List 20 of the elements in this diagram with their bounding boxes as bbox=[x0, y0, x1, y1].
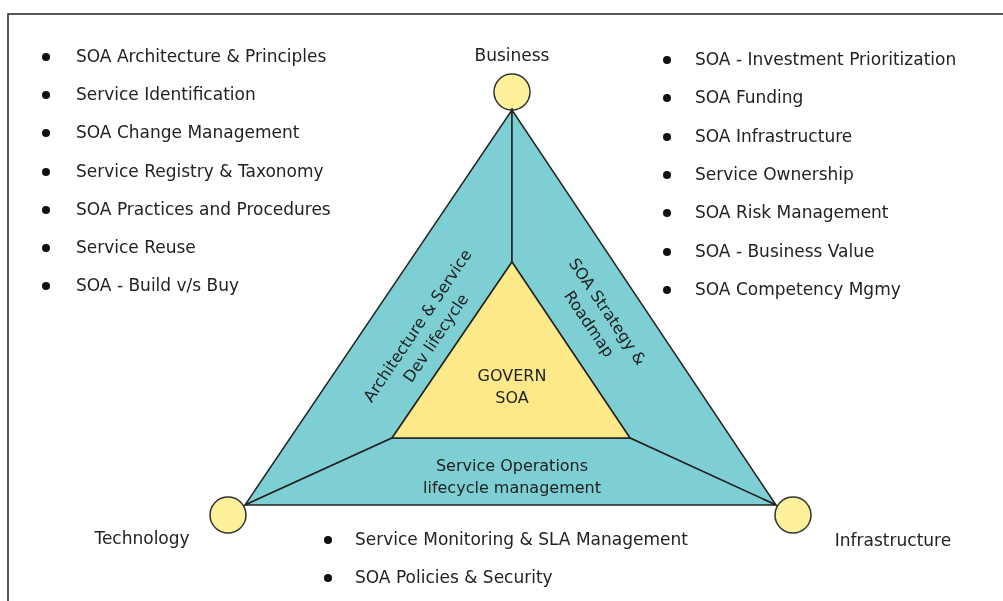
vertex-label: Technology bbox=[94, 528, 190, 548]
list-item-text: SOA Change Management bbox=[76, 122, 300, 143]
vertex-label: Infrastructure bbox=[834, 530, 952, 550]
list-item-text: SOA - Business Value bbox=[695, 240, 875, 261]
list-item-text: SOA Architecture & Principles bbox=[76, 46, 327, 66]
list-item-text: Service Ownership bbox=[695, 163, 854, 184]
list-item-text: SOA Policies & Security bbox=[355, 567, 553, 587]
list-item-text: Service Reuse bbox=[76, 237, 196, 257]
list-item-text: Service Monitoring & SLA Management bbox=[355, 529, 688, 549]
list-item-text: SOA Infrastructure bbox=[695, 125, 853, 146]
list-item-text: SOA Competency Mgmy bbox=[695, 278, 901, 299]
list-item-text: Service Registry & Taxonomy bbox=[76, 160, 324, 181]
list-item-text: SOA Funding bbox=[695, 87, 804, 108]
list-item-text: SOA Risk Management bbox=[695, 202, 889, 223]
list-item-text: SOA Practices and Procedures bbox=[76, 198, 331, 219]
vertex-label: Business bbox=[474, 45, 550, 65]
segment-label: Service Operations lifecycle management bbox=[422, 455, 602, 499]
list-item-text: Service Identification bbox=[76, 84, 256, 105]
list-item-text: SOA - Investment Prioritization bbox=[695, 49, 957, 69]
segment-label: GOVERN SOA bbox=[476, 365, 548, 409]
